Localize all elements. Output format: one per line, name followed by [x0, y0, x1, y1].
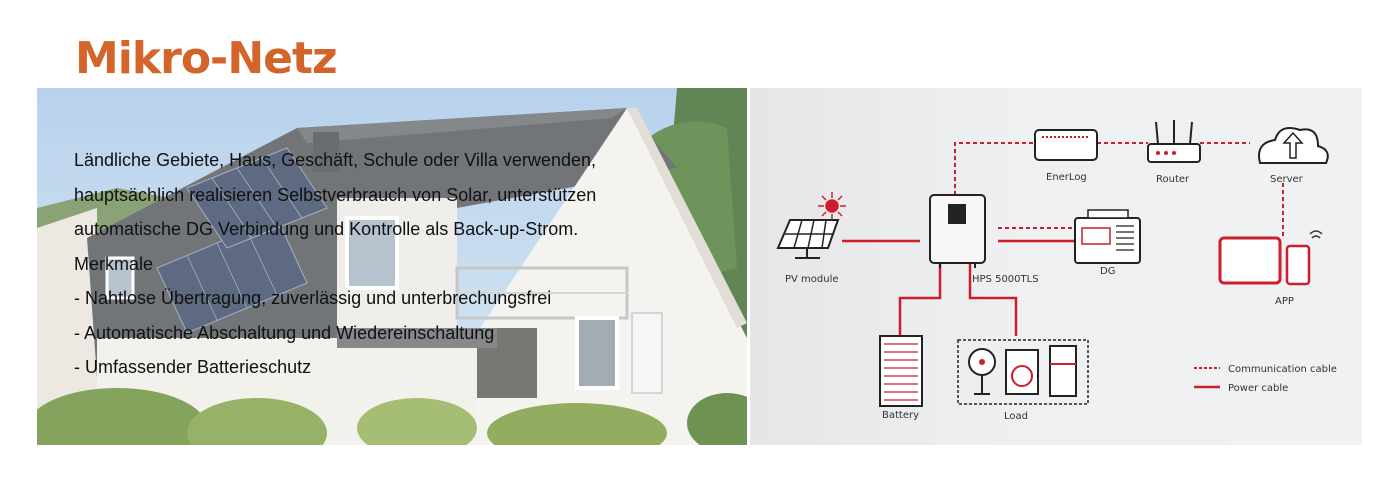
- fan-icon: [968, 348, 996, 395]
- pv-module-icon: [776, 219, 840, 259]
- tablet-icon: [1218, 236, 1282, 285]
- router-icon: [1147, 120, 1201, 163]
- cloud-server-icon: [1258, 127, 1329, 164]
- generator-icon: [1074, 209, 1141, 264]
- system-diagram: PV module HPS 5000TLS EnerLog Router: [750, 88, 1362, 445]
- description-text: Ländliche Gebiete, Haus, Geschäft, Schul…: [74, 143, 714, 385]
- page-title: Mikro-Netz: [75, 33, 338, 84]
- dg-label: DG: [1100, 266, 1115, 277]
- phone-icon: [1285, 230, 1323, 286]
- inverter-label: HPS 5000TLS: [972, 274, 1039, 285]
- feature-item: - Automatische Abschaltung und Wiederein…: [74, 322, 495, 343]
- pv-module-label: PV module: [785, 274, 839, 285]
- app-label: APP: [1275, 296, 1294, 307]
- inverter-icon: [929, 194, 986, 268]
- communication-cables: [954, 142, 1284, 238]
- power-cables: [842, 239, 1075, 336]
- enerlog-label: EnerLog: [1046, 172, 1087, 183]
- legend-power-cable: Power cable: [1228, 383, 1288, 394]
- legend-communication-cable: Communication cable: [1228, 364, 1337, 375]
- feature-item: - Umfassender Batterieschutz: [74, 357, 312, 377]
- sun-icon: [818, 192, 846, 220]
- description-line: automatische DG Verbindung und Kontrolle…: [74, 219, 579, 239]
- server-label: Server: [1270, 174, 1304, 185]
- features-heading: Merkmale: [74, 253, 154, 274]
- description-line: Ländliche Gebiete, Haus, Geschäft, Schul…: [74, 150, 596, 170]
- battery-icon: [879, 335, 923, 407]
- load-label: Load: [1004, 411, 1028, 422]
- washing-machine-icon: [1005, 349, 1039, 395]
- legend: Communication cable Power cable: [1194, 364, 1337, 394]
- router-label: Router: [1156, 174, 1190, 185]
- battery-label: Battery: [882, 410, 919, 421]
- description-line: hauptsächlich realisieren Selbstverbrauc…: [74, 184, 597, 205]
- load-group: [957, 339, 1089, 405]
- refrigerator-icon: [1049, 345, 1077, 397]
- house-photo: [37, 88, 747, 445]
- feature-item: - Nahtlose Übertragung, zuverlässig und …: [74, 288, 552, 308]
- enerlog-icon: [1034, 129, 1098, 161]
